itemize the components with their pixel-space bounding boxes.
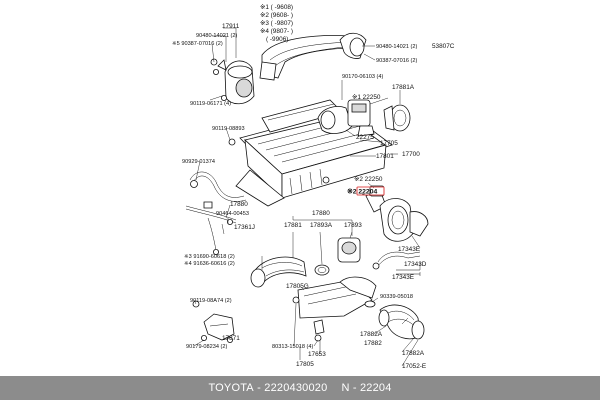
intake-inlet-17911: [210, 58, 255, 105]
label-17882: 17882: [364, 340, 382, 347]
breather-lines: [185, 171, 247, 255]
label-17893a: 17893A: [310, 222, 333, 229]
label-17880-center: 17880: [312, 210, 330, 217]
label-91636-60616: ※4 91636-60616 (2): [184, 260, 235, 267]
part-reference: N - 22204: [341, 382, 392, 394]
label-17881a: 17881A: [392, 84, 415, 91]
label-17343e-a: 17343E: [398, 246, 420, 253]
label-22204: ※2 22204: [347, 188, 377, 196]
clamp-17893a: [314, 264, 330, 276]
label-17653: 17653: [308, 351, 326, 358]
intake-hose-17882: [364, 300, 425, 340]
resonator-17893: [337, 237, 361, 263]
caption-dash: -: [257, 382, 261, 394]
vacuum-hose: [372, 251, 421, 275]
label-17893: 17893: [344, 222, 362, 229]
air-flow-meter-lower: [365, 185, 429, 242]
label-17880-left: 17880: [230, 201, 248, 208]
label-prodnote-4: ※4 (9807- ): [260, 28, 293, 35]
label-53807c: 53807C: [432, 43, 455, 50]
label-90119-08893: 90119-08893: [212, 126, 245, 132]
label-90464-00453: 90464-00453: [216, 211, 249, 217]
label-prodnote-1: ※1 ( -9608): [260, 4, 293, 11]
highlight-box-22204: [356, 186, 385, 196]
label-17805g: 17805G: [286, 283, 309, 290]
part-number: 2220430020: [264, 382, 328, 394]
label-90339-05018: 90339-05018: [380, 294, 413, 300]
label-90480-14021-right: 90480-14021 (2): [376, 44, 418, 50]
label-17805: 17805: [296, 361, 314, 368]
label-90929-01374: 90929-01374: [182, 159, 215, 165]
label-17361j: 17361J: [234, 224, 255, 231]
label-90170-06103: 90170-06103 (4): [342, 74, 384, 80]
label-17801: 17801: [376, 153, 394, 160]
label-17343e-b: 17343E: [392, 274, 414, 281]
label-17911: 17911: [222, 23, 240, 30]
label-17882a-left: 17882A: [360, 331, 383, 338]
bracket-17871: [192, 300, 235, 343]
label-17705: 17705: [380, 140, 398, 147]
label-22250-mid: ※2 22250: [354, 176, 383, 183]
air-flow-meter-upper: [317, 99, 411, 137]
label-prodnote-5: ( -9906): [266, 36, 288, 43]
label-90119-06171: 90119-06171 (4): [190, 101, 231, 107]
leader-lines: [193, 27, 421, 367]
label-90480-14021-left: 90480-14021 (2): [196, 33, 238, 39]
label-17882a-right: 17882A: [402, 350, 425, 357]
diagram-svg: ※1 ( -9608) ※2 (9608- ) ※3 ( -9807) ※4 (…: [172, 4, 455, 370]
resonator-17805: [292, 276, 377, 342]
part-labels: ※1 ( -9608) ※2 (9608- ) ※3 ( -9807) ※4 (…: [172, 4, 455, 370]
label-prodnote-3: ※3 ( -9807): [260, 20, 293, 27]
label-90387-07016-right: 90387-07016 (2): [376, 58, 418, 64]
label-17871: 17871: [222, 335, 240, 342]
label-prodnote-2: ※2 (9608- ): [260, 12, 293, 19]
label-91690-60618: ※3 91690-60618 (2): [184, 253, 235, 260]
label-90179-08234: 90179-08234 (2): [186, 344, 228, 350]
part-caption-bar: TOYOTA - 2220430020 N - 22204: [0, 376, 600, 400]
intake-hose-17881: [250, 256, 307, 288]
label-17881: 17881: [284, 222, 302, 229]
upper-intake-duct: [259, 32, 367, 81]
air-cleaner-case: [228, 99, 393, 207]
label-17052e: 17052-E: [402, 363, 426, 370]
label-17343d: 17343D: [404, 261, 427, 268]
brand-name: TOYOTA: [208, 382, 254, 394]
label-90119-08a74: 90119-08A74 (2): [190, 298, 232, 304]
label-22275: 22275: [356, 134, 374, 141]
parts-diagram: ※1 ( -9608) ※2 (9608- ) ※3 ( -9807) ※4 (…: [172, 4, 455, 370]
label-17700: 17700: [402, 151, 420, 158]
label-90387-07016-left: ※5 90387-07016 (2): [172, 40, 223, 47]
label-22250-top: ※1 22250: [352, 94, 381, 101]
label-80313-15018: 80313-15018 (4): [272, 344, 314, 350]
